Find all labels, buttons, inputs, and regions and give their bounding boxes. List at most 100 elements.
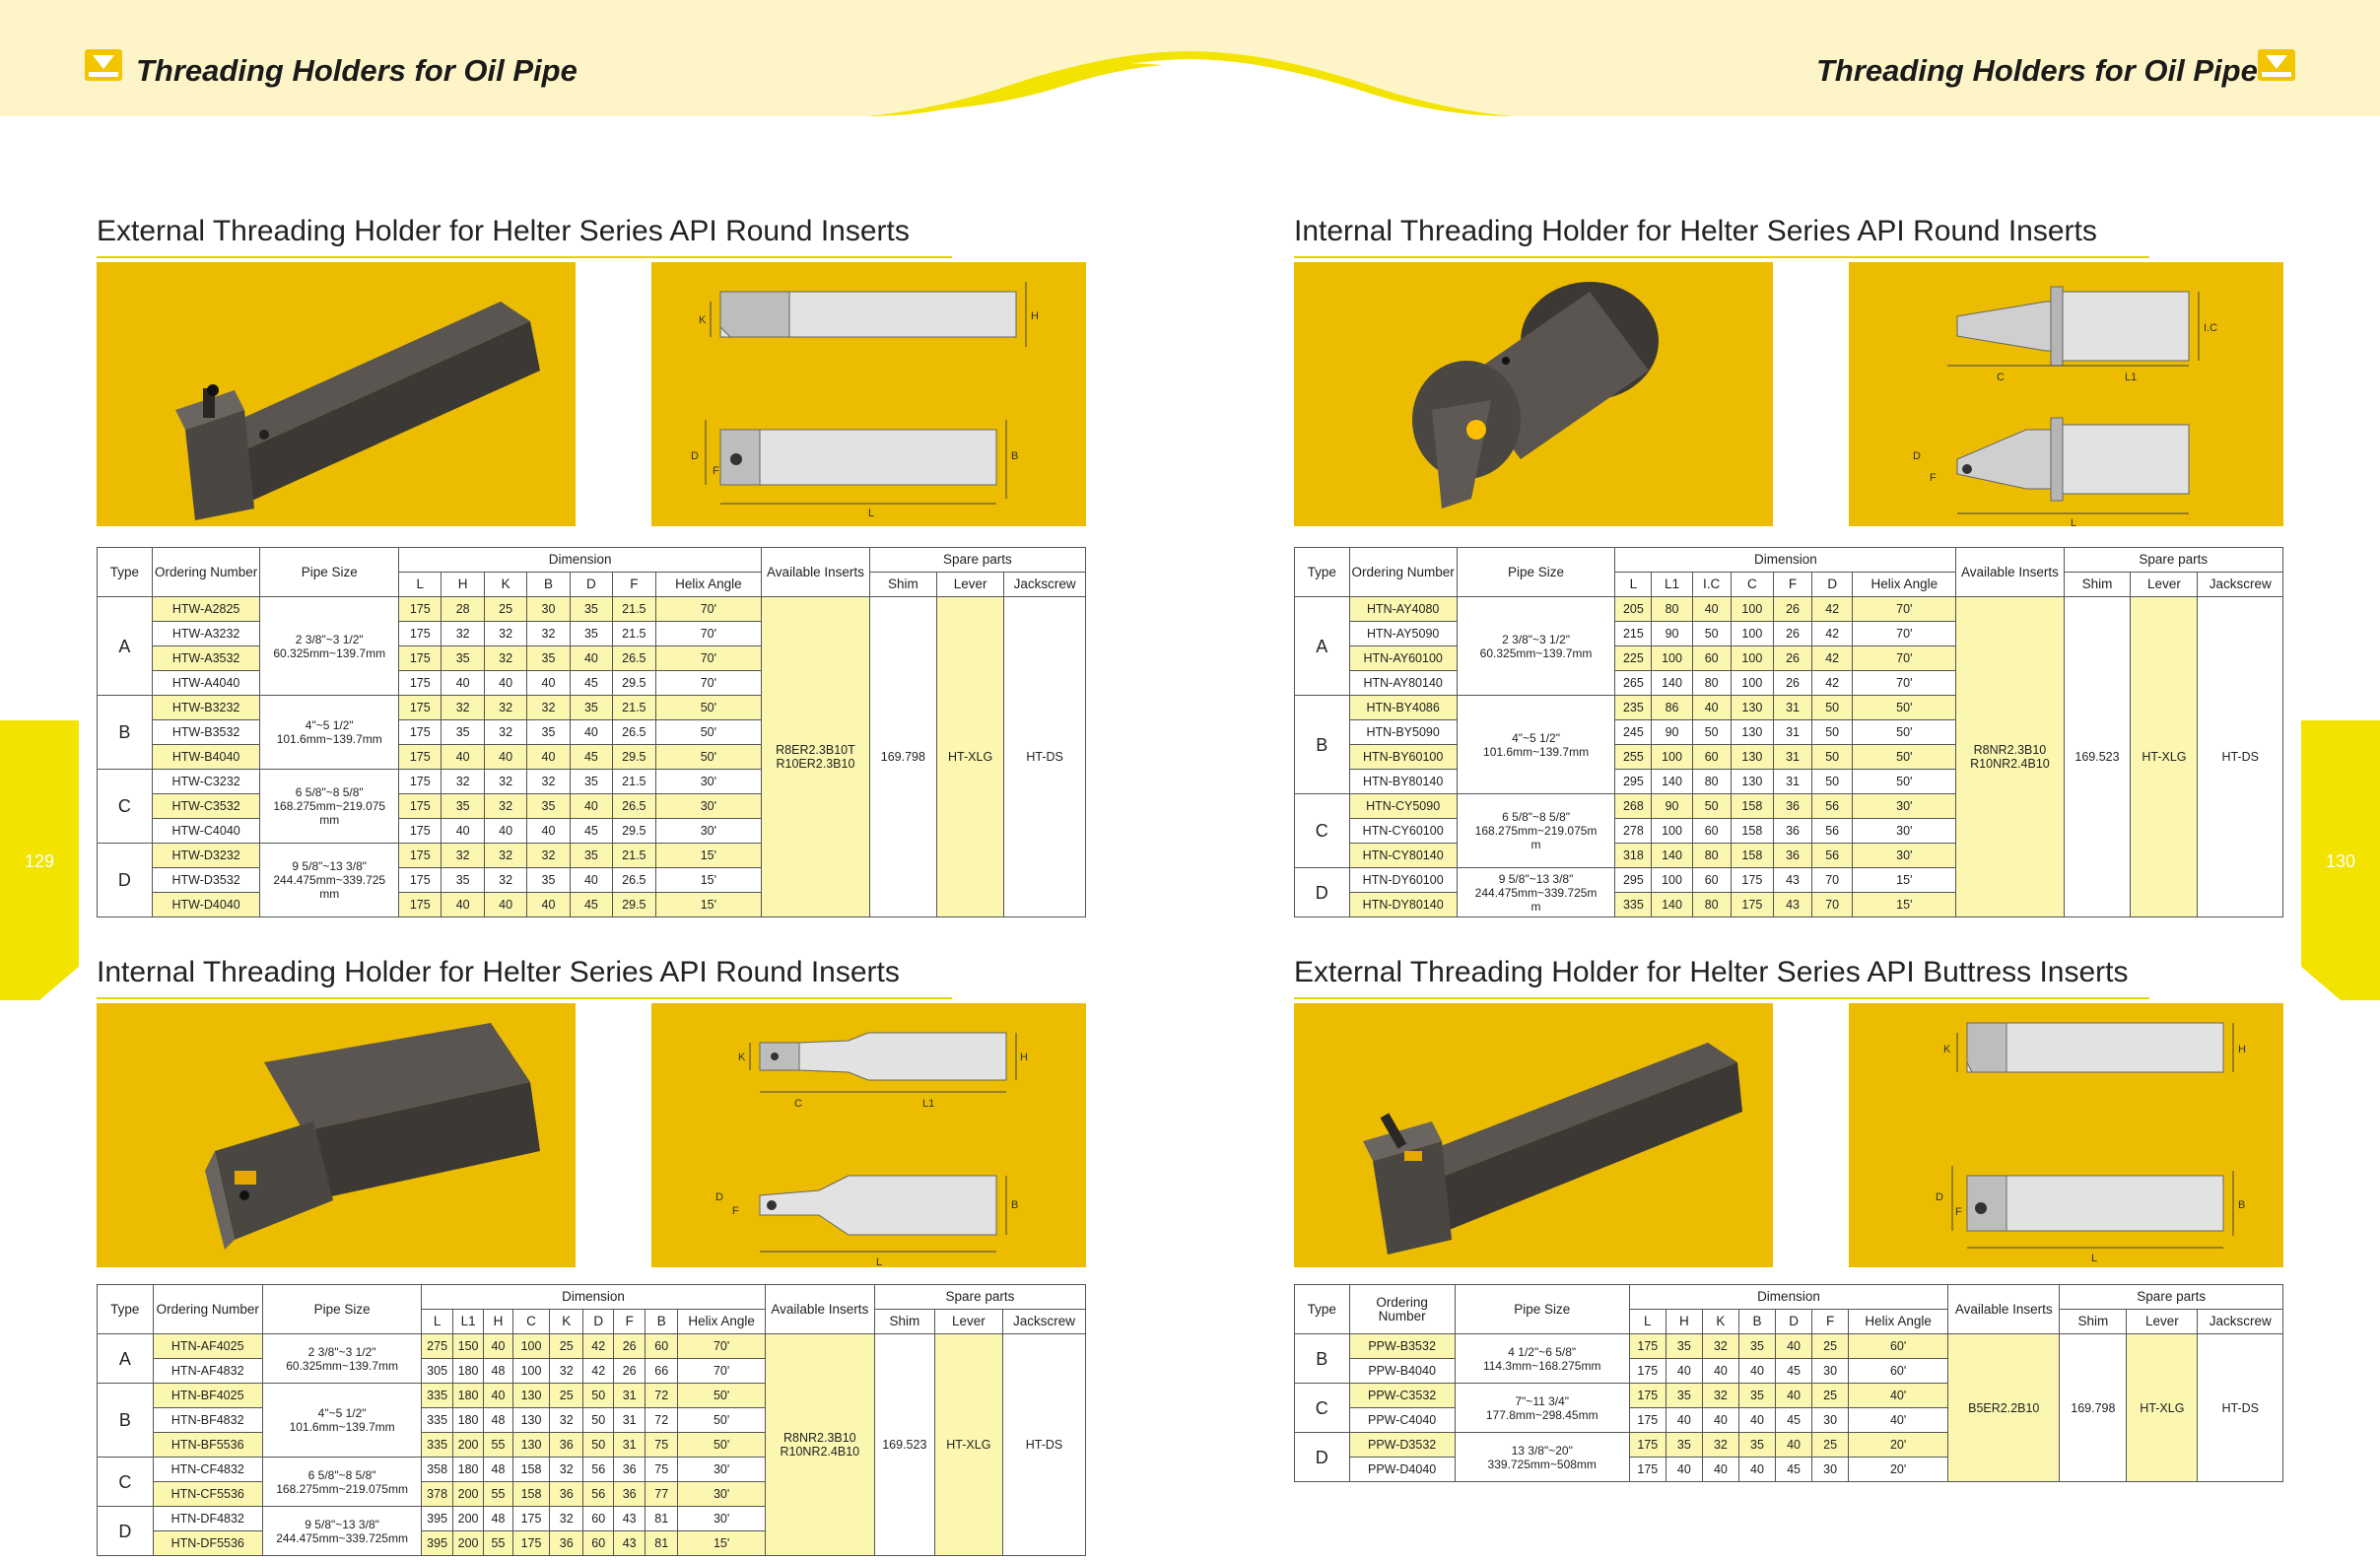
dimension-cell: 30	[1811, 1457, 1850, 1482]
dimension-cell: 15'	[654, 892, 763, 917]
ordering-number-cell: HTN-DF4832	[152, 1506, 263, 1531]
dimension-cell: 32	[549, 1457, 583, 1482]
dimension-cell: 31	[1772, 769, 1813, 794]
dimension-cell: 100	[1730, 596, 1774, 622]
dimension-cell: 335	[1614, 892, 1653, 917]
dimension-cell: 32	[1701, 1333, 1739, 1359]
dimension-cell: 40	[441, 892, 485, 917]
pipe-size-cell: 9 5/8"~13 3/8" 244.475mm~339.725 mm	[259, 843, 400, 917]
col-header-shim: Shim	[2063, 572, 2132, 597]
section-title: External Threading Holder for Helter Ser…	[1294, 956, 2129, 988]
dimension-cell: 335	[421, 1407, 453, 1433]
dimension-cell: 80	[1691, 769, 1732, 794]
col-header-dim: L	[421, 1309, 453, 1334]
col-header-dim: C	[1730, 572, 1774, 597]
type-cell: D	[97, 1506, 154, 1556]
company-logo-icon	[85, 49, 122, 81]
col-header-dim: L1	[1651, 572, 1693, 597]
type-cell: B	[1294, 695, 1350, 794]
dimension-cell: 20'	[1848, 1457, 1949, 1482]
ordering-number-cell: HTN-BF5536	[152, 1432, 263, 1458]
dimension-cell: 48	[483, 1407, 513, 1433]
dimension-cell: 40	[1775, 1383, 1813, 1408]
dimension-cell: 50'	[654, 744, 763, 770]
header-title-left: Threading Holders for Oil Pipe	[136, 53, 578, 88]
dimension-cell: 130	[511, 1407, 551, 1433]
dimension-cell: 32	[549, 1407, 583, 1433]
col-header-dimension: Dimension	[421, 1284, 766, 1310]
dimension-cell: 42	[581, 1358, 615, 1384]
dimension-cell: 29.5	[612, 818, 656, 844]
dimension-cell: 175	[398, 645, 442, 671]
dimension-drawing: K H D F B L	[1849, 1003, 2283, 1267]
dimension-cell: 36	[1772, 793, 1813, 819]
ordering-number-cell: PPW-D3532	[1348, 1432, 1456, 1458]
dimension-cell: 40	[483, 744, 528, 770]
dimension-cell: 50'	[1852, 719, 1957, 745]
dimension-cell: 35	[569, 621, 614, 646]
dimension-cell: 100	[1651, 818, 1693, 844]
dimension-cell: 200	[451, 1481, 485, 1507]
col-header-type: Type	[97, 547, 153, 597]
dimension-cell: 26.5	[612, 719, 656, 745]
ordering-number-cell: PPW-D4040	[1348, 1457, 1456, 1482]
dimension-cell: 29.5	[612, 670, 656, 696]
dimension-cell: 70	[1811, 892, 1854, 917]
dimension-cell: 40	[1701, 1407, 1739, 1433]
dim-label: F	[713, 465, 719, 477]
dimension-cell: 25	[549, 1333, 583, 1359]
dimension-cell: 32	[483, 843, 528, 868]
dimension-cell: 36	[1772, 818, 1813, 844]
dimension-cell: 100	[1730, 645, 1774, 671]
title-rule	[97, 997, 952, 999]
dimension-cell: 70'	[654, 645, 763, 671]
dimension-cell: 26	[1772, 670, 1813, 696]
dimension-cell: 215	[1614, 621, 1653, 646]
holder-photo	[97, 262, 576, 526]
dimension-cell: 60	[1691, 867, 1732, 893]
dimension-cell: 40	[1665, 1407, 1703, 1433]
col-header-dimension: Dimension	[1628, 1284, 1949, 1310]
dimension-cell: 40	[569, 645, 614, 671]
ordering-number-cell: HTN-CY5090	[1348, 793, 1458, 819]
dimension-cell: 30	[1811, 1407, 1850, 1433]
dimension-cell: 20'	[1848, 1432, 1949, 1458]
dimension-cell: 80	[1651, 596, 1693, 622]
dim-label: B	[1011, 450, 1018, 462]
pipe-size-cell: 9 5/8"~13 3/8" 244.475mm~339.725m m	[1456, 867, 1616, 917]
dimension-cell: 50	[1811, 719, 1854, 745]
ordering-number-cell: HTN-BY60100	[1348, 744, 1458, 770]
type-cell: C	[1294, 1383, 1350, 1433]
dim-label: C	[794, 1098, 802, 1110]
col-header-jackscrew: Jackscrew	[1001, 1309, 1087, 1334]
dimension-cell: 31	[613, 1407, 646, 1433]
col-header-dim: K	[483, 572, 528, 597]
dimension-cell: 50	[581, 1432, 615, 1458]
type-cell: C	[97, 1457, 154, 1507]
dimension-cell: 175	[1628, 1432, 1666, 1458]
col-header-shim: Shim	[868, 572, 937, 597]
dimension-cell: 245	[1614, 719, 1653, 745]
dimension-cell: 175	[1628, 1407, 1666, 1433]
dimension-cell: 25	[1811, 1432, 1850, 1458]
dimension-cell: 32	[483, 621, 528, 646]
dimension-cell: 175	[511, 1530, 551, 1556]
dimension-cell: 26	[1772, 645, 1813, 671]
dimension-cell: 45	[1775, 1457, 1813, 1482]
type-cell: A	[97, 596, 153, 696]
dimension-cell: 25	[1811, 1383, 1850, 1408]
dimension-cell: 130	[1730, 719, 1774, 745]
header-title-right: Threading Holders for Oil Pipe	[1816, 53, 2258, 88]
type-cell: B	[97, 1383, 154, 1458]
jackscrew-cell: HT-DS	[1003, 596, 1086, 917]
dimension-cell: 175	[398, 843, 442, 868]
dimension-cell: 175	[398, 867, 442, 893]
col-header-dim: L1	[451, 1309, 485, 1334]
